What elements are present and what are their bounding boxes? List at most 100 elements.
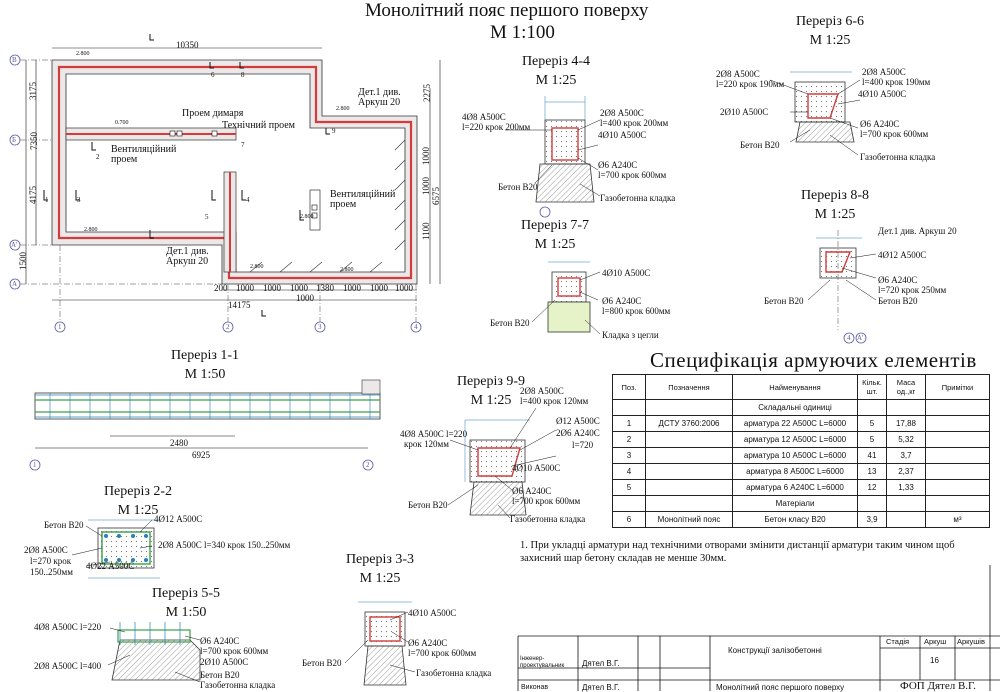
- spec-group-2: Матеріали: [732, 495, 858, 512]
- spec-cell: 2,37: [886, 463, 926, 480]
- section-5-5-name: Переріз 5-5: [151, 586, 221, 601]
- label-chimney: Проем димаря: [182, 108, 244, 119]
- s99-label-4: Ø12 А500С: [556, 416, 600, 426]
- s66-label-9: Газобетонна кладка: [860, 152, 936, 162]
- spec-group-1: Складальні одиниці: [732, 399, 858, 416]
- spec-row: 3 арматура 10 А500С L=6000 41 3,7: [612, 447, 990, 464]
- cut-5: 5: [205, 213, 209, 221]
- elev-6: 2.800: [250, 264, 264, 270]
- elev-2: 2.800: [336, 106, 350, 112]
- s88-label-2: Ø6 А240С: [878, 275, 918, 285]
- dim-seg-5: 1000: [343, 283, 361, 293]
- dim-right-1000a: 1000: [421, 147, 431, 165]
- spec-cell: 13: [857, 463, 887, 480]
- s55-label-6: Газобетонна кладка: [200, 680, 276, 690]
- spec-cell: [925, 479, 990, 496]
- floor-plan: [20, 34, 441, 322]
- s77-label-1: Ø6 А240С: [602, 296, 642, 306]
- dim-left-upper: 3175: [28, 82, 38, 100]
- section-2-2-name: Переріз 2-2: [103, 484, 173, 499]
- spec-cell: 12: [857, 479, 887, 496]
- s66-label-1: l=220 крок 190мм: [716, 79, 785, 89]
- cut-8: 8: [241, 71, 245, 79]
- s33-label-1: Ø6 А240С: [408, 638, 448, 648]
- spec-cell: 2: [612, 431, 646, 448]
- cut-4: 4: [246, 196, 250, 204]
- s44-label-8: Газобетонна кладка: [600, 193, 676, 203]
- elev-1: 0.700: [115, 120, 129, 126]
- dim-under: 1000: [296, 293, 314, 303]
- s88-axis-a: А': [857, 334, 864, 342]
- s55-label-1: Ø6 А240С: [200, 636, 240, 646]
- section-8-8-scale: М 1:25: [814, 207, 856, 222]
- s99-label-3: крок 120мм: [404, 439, 449, 449]
- s88-axis-4: 4: [847, 334, 851, 342]
- spec-row: 2 арматура 12 А500С L=6000 5 5,32: [612, 431, 990, 448]
- s99-label-6: l=720: [572, 440, 594, 450]
- section-2-2-title: Переріз 2-2 М 1:25: [78, 482, 198, 520]
- tb-name-1: Дятел В.Г.: [582, 659, 620, 668]
- section-2-2-scale: М 1:25: [117, 503, 159, 518]
- section-4-4-drawing: [535, 96, 595, 218]
- spec-cell: арматура 12 А500С L=6000: [732, 431, 858, 448]
- s22-label-3: l=270 крок: [30, 556, 72, 566]
- spec-row: 1 ДСТУ 3760:2006 арматура 22 А500С L=600…: [612, 415, 990, 432]
- s22-label-5: 2Ø8 А500С l=340 крок 150..250мм: [158, 540, 291, 550]
- spec-col-pos: Поз.: [612, 374, 646, 400]
- axis-a: А: [12, 280, 18, 288]
- cut-9: 9: [332, 127, 336, 135]
- s99-label-8: Ø6 А240С: [512, 486, 552, 496]
- section-1-1-scale: М 1:50: [184, 367, 226, 382]
- spec-cell: [645, 479, 733, 496]
- spec-col-qty: Кільк. шт.: [857, 374, 887, 400]
- s99-label-9: l=700 крок 600мм: [512, 496, 581, 506]
- spec-cell: арматура 10 А500С L=6000: [732, 447, 858, 464]
- section-2-2-drawing: [88, 519, 160, 579]
- s88-label-5: Бетон В20: [878, 296, 918, 306]
- section-3-3-scale: М 1:25: [359, 571, 401, 586]
- s33-label-0: 4Ø10 А500С: [408, 608, 457, 618]
- elev-0: 2.800: [76, 51, 90, 57]
- dim-bottom: 14175: [228, 300, 251, 310]
- elev-4: 2.800: [300, 214, 314, 220]
- spec-row: 5 арматура 6 А240С L=6000 12 1,33: [612, 479, 990, 496]
- tb-role-2: Виконав: [521, 684, 549, 691]
- dim-seg-3: 1000: [290, 283, 308, 293]
- s66-label-6: Ø6 А240С: [860, 119, 900, 129]
- s77-label-3: Бетон В20: [490, 318, 530, 328]
- dim-left-bottom: 1500: [18, 252, 28, 270]
- s55-label-3: 2Ø10 А500С: [200, 657, 249, 667]
- s88-label-0: Дет.1 див. Аркуш 20: [878, 226, 957, 236]
- axis-v: В: [12, 56, 17, 64]
- spec-cell: 41: [857, 447, 887, 464]
- s66-label-8: Бетон В20: [740, 140, 780, 150]
- s77-label-0: 4Ø10 А500С: [602, 268, 651, 278]
- cut-6: 6: [211, 71, 215, 79]
- dim-seg-4: 1380: [316, 283, 334, 293]
- leader-lines: [71, 79, 877, 683]
- s99-label-7: 4Ø10 А500С: [512, 463, 561, 473]
- tb-role-1: Інженер-проектувальник: [520, 656, 565, 669]
- section-5-5-scale: М 1:50: [165, 605, 207, 620]
- tb-section: Конструкції залізобетонні: [728, 646, 822, 655]
- s88-label-1: 4Ø12 А500С: [878, 250, 927, 260]
- spec-cell: арматура 8 А500С L=6000: [732, 463, 858, 480]
- s66-label-4: 4Ø10 А500С: [858, 89, 907, 99]
- spec-cell: 3,7: [886, 447, 926, 464]
- main-scale: М 1:100: [490, 22, 555, 43]
- s44-label-0: 4Ø8 А500С: [462, 112, 506, 122]
- tb-sheet-no: 16: [930, 656, 939, 665]
- dim-seg-2: 1000: [263, 283, 281, 293]
- s11-axis-2: 2: [366, 461, 370, 469]
- tb-col-sheet: Аркуш: [924, 637, 947, 646]
- tb-col-stage: Стадія: [886, 637, 910, 646]
- spec-cell: 1: [612, 415, 646, 432]
- section-4-4-title: Переріз 4-4 М 1:25: [506, 52, 606, 90]
- dim-right-1000b: 1000: [421, 177, 431, 195]
- s99-label-2: 4Ø8 А500С l=220: [400, 429, 468, 439]
- axis-2: 2: [226, 323, 230, 331]
- section-5-5-title: Переріз 5-5 М 1:50: [126, 584, 246, 622]
- section-3-3-title: Переріз 3-3 М 1:25: [330, 550, 430, 588]
- dim-left-lower: 4175: [28, 186, 38, 204]
